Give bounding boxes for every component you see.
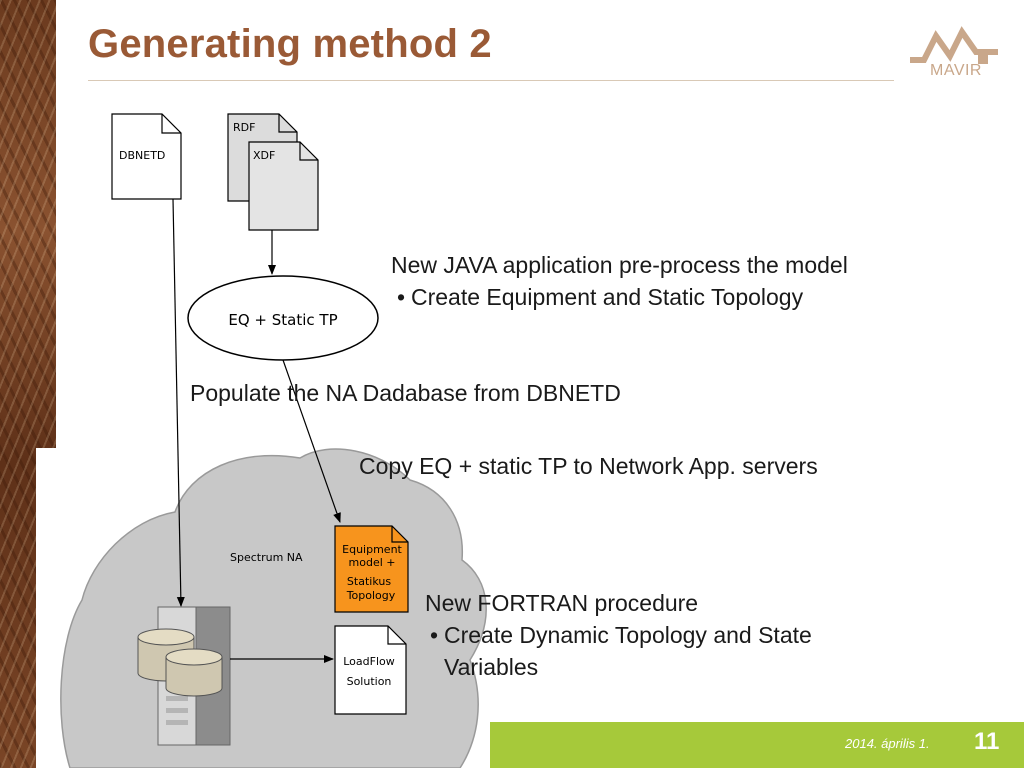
equipment-model-document-icon: [334, 525, 409, 613]
equipment-doc-line-2: model +: [349, 556, 396, 569]
equipment-doc-line-4: Topology: [346, 589, 396, 602]
rdf-label: RDF: [233, 121, 255, 134]
xdf-document-icon: [248, 141, 319, 231]
dbnetd-label: DBNETD: [119, 149, 165, 162]
server-database-icon: [137, 606, 231, 746]
dbnetd-document-icon: [111, 113, 182, 200]
footer-date: 2014. április 1.: [845, 736, 930, 751]
bullet-dot: •: [397, 284, 406, 310]
ellipse-label: EQ + Static TP: [228, 311, 337, 329]
arrow-dbnetd-to-server: [172, 198, 185, 607]
slide-title: Generating method 2: [88, 22, 492, 66]
strip-notch: [36, 448, 56, 768]
java-bullet-text: Create Equipment and Static Topology: [411, 284, 804, 310]
mavir-logo-icon: [910, 26, 998, 64]
java-heading: New JAVA application pre-process the mod…: [391, 252, 848, 278]
spectrum-na-cloud: [60, 448, 487, 768]
cloud-label: Spectrum NA: [230, 551, 303, 564]
fortran-bullet: •Create Dynamic Topology and State: [430, 619, 812, 651]
xdf-label: XDF: [253, 149, 275, 162]
loadflow-doc-line-1: LoadFlow: [343, 655, 395, 668]
fortran-bullet-line-1: Create Dynamic Topology and State: [444, 622, 812, 648]
equipment-doc-line-3: Statikus: [347, 575, 391, 588]
java-bullet: •Create Equipment and Static Topology: [397, 281, 803, 313]
fortran-heading: New FORTRAN procedure: [425, 590, 699, 616]
loadflow-solution-document-icon: [334, 625, 407, 715]
equipment-doc-line-1: Equipment: [342, 543, 402, 556]
logo-text: MAVIR: [930, 62, 982, 79]
loadflow-doc-line-2: Solution: [347, 675, 392, 688]
bullet-dot: •: [430, 622, 439, 648]
populate-text: Populate the NA Dadabase from DBNETD: [190, 380, 621, 406]
title-rule: [88, 80, 894, 81]
arrow-ellipse-to-equipment: [282, 359, 341, 523]
copy-text: Copy EQ + static TP to Network App. serv…: [359, 453, 818, 479]
footer-bar: [490, 722, 1024, 768]
fortran-bullet-line-2-text: Variables: [444, 654, 539, 680]
page-number: 11: [974, 728, 1000, 755]
